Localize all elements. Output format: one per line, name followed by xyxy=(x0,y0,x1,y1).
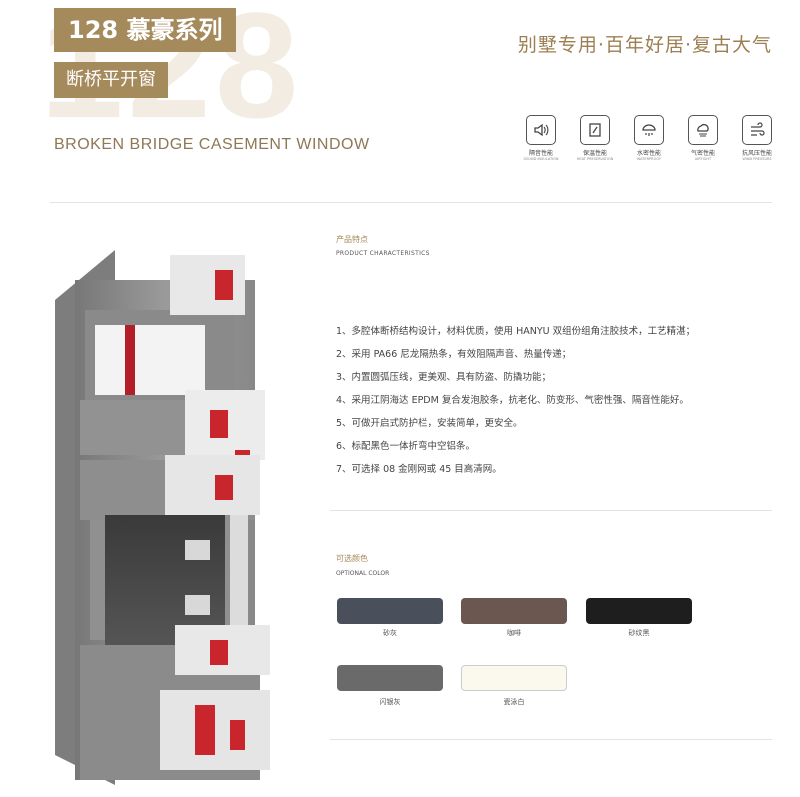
slogan: 别墅专用·百年好居·复古大气 xyxy=(517,34,772,56)
list-item: 1、多腔体断桥结构设计，材料优质，使用 HANYU 双组份组角注胶技术，工艺精湛… xyxy=(336,326,696,337)
characteristics-title: 产品特点 xyxy=(336,235,368,244)
color-swatch-sand-grey xyxy=(337,598,443,624)
airtight-icon xyxy=(688,115,718,145)
color-section-title-en: OPTIONAL COLOR xyxy=(336,570,390,577)
performance-icons: 隔音性能 SOUND INSULATION 保温性能 HEAT PRESERVA… xyxy=(522,115,776,161)
performance-wind: 抗风压性能 WIND PRESSURE xyxy=(738,115,776,161)
wind-pressure-icon xyxy=(742,115,772,145)
swatch-label: 咖啡 xyxy=(507,629,521,637)
product-type-title: 断桥平开窗 xyxy=(54,62,168,98)
list-item: 5、可做开启式防护栏，安装简单，更安全。 xyxy=(336,418,523,429)
feature-list: 1、多腔体断桥结构设计，材料优质，使用 HANYU 双组份组角注胶技术，工艺精湛… xyxy=(336,320,695,481)
series-title: 128 慕豪系列 xyxy=(54,8,237,52)
english-product-title: BROKEN BRIDGE CASEMENT WINDOW xyxy=(54,136,370,153)
window-profile-illustration xyxy=(55,250,280,785)
list-item: 4、采用江阴海达 EPDM 复合发泡胶条，抗老化、防变形、气密性强、隔音性能好。 xyxy=(336,395,689,406)
color-swatch-coffee xyxy=(461,598,567,624)
swatch-label: 瓷泳白 xyxy=(503,698,525,706)
list-item: 7、可选择 08 金刚网或 45 目高清网。 xyxy=(336,464,502,475)
top-divider xyxy=(50,202,772,203)
color-swatch-textured-black xyxy=(586,598,692,624)
bottom-divider xyxy=(330,739,772,740)
performance-water: 水密性能 WATERPROOF xyxy=(630,115,668,161)
swatch-label: 砂纹黑 xyxy=(628,629,650,637)
color-swatch-silver-grey xyxy=(337,665,443,691)
middle-divider xyxy=(330,510,772,511)
color-section-title: 可选颜色 xyxy=(336,554,368,563)
performance-sound: 隔音性能 SOUND INSULATION xyxy=(522,115,560,161)
characteristics-title-en: PRODUCT CHARACTERISTICS xyxy=(336,250,430,257)
list-item: 3、内置圆弧压线，更美观、具有防盗、防撬功能； xyxy=(336,372,552,383)
sound-insulation-icon xyxy=(526,115,556,145)
heat-preservation-icon xyxy=(580,115,610,145)
color-swatch-porcelain-white xyxy=(461,665,567,691)
list-item: 6、标配黑色一体折弯中空铝条。 xyxy=(336,441,476,452)
swatch-label: 闪银灰 xyxy=(379,698,401,706)
swatch-label: 砂灰 xyxy=(383,629,397,637)
list-item: 2、采用 PA66 尼龙隔热条，有效阻隔声音、热量传递； xyxy=(336,349,572,360)
performance-heat: 保温性能 HEAT PRESERVATION xyxy=(576,115,614,161)
waterproof-icon xyxy=(634,115,664,145)
performance-air: 气密性能 AIRTIGHT xyxy=(684,115,722,161)
